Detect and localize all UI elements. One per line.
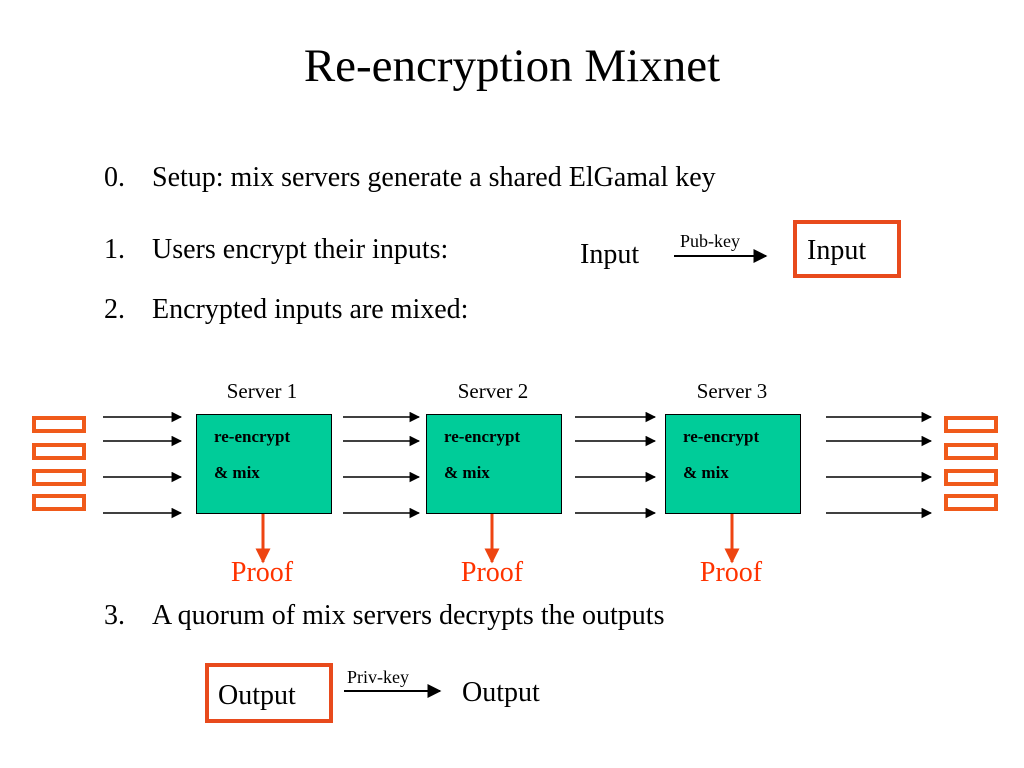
step-3: 3. A quorum of mix servers decrypts the o…	[104, 599, 664, 633]
input-ciphertext-4	[32, 494, 86, 511]
encrypt-plain-input: Input	[580, 239, 640, 270]
output-ciphertext-4	[944, 494, 998, 511]
server-2-title: Server 2	[457, 379, 529, 403]
step-1-text: Users encrypt their inputs:	[152, 234, 449, 265]
server-1-line1: re-encrypt	[214, 427, 291, 446]
server-2-line1: re-encrypt	[444, 427, 521, 446]
step-0-number: 0.	[104, 162, 125, 193]
encrypted-output-label: Output	[218, 680, 296, 711]
step-2-number: 2.	[104, 294, 125, 325]
step-2: 2. Encrypted inputs are mixed:	[104, 293, 468, 327]
step-0: 0. Setup: mix servers generate a shared E…	[104, 161, 716, 195]
output-ciphertext-2	[944, 443, 998, 460]
step-3-number: 3.	[104, 600, 125, 631]
arrows-server-2-to-3	[575, 411, 657, 519]
server-3-line1: re-encrypt	[683, 427, 760, 446]
arrows-into-server-1	[103, 411, 183, 519]
step-1-number: 1.	[104, 234, 125, 265]
input-ciphertext-1	[32, 416, 86, 433]
server-2-box: re-encrypt & mix	[426, 414, 562, 514]
server-1-line2: & mix	[214, 463, 260, 482]
server-3-line2: & mix	[683, 463, 729, 482]
priv-key-label: Priv-key	[347, 667, 409, 687]
input-ciphertext-3	[32, 469, 86, 486]
step-2-text: Encrypted inputs are mixed:	[152, 294, 469, 325]
encrypted-input-label: Input	[807, 235, 867, 266]
server-3-title: Server 3	[696, 379, 768, 403]
decrypted-output: Output	[462, 677, 540, 708]
server-1-box: re-encrypt & mix	[196, 414, 332, 514]
server-2-line2: & mix	[444, 463, 490, 482]
step-3-text: A quorum of mix servers decrypts the out…	[152, 600, 665, 631]
server-3-box: re-encrypt & mix	[665, 414, 801, 514]
slide-title: Re-encryption Mixnet	[303, 40, 721, 92]
server-1-title: Server 1	[226, 379, 298, 403]
arrows-server-1-to-2	[343, 411, 421, 519]
input-ciphertext-2	[32, 443, 86, 460]
step-0-text: Setup: mix servers generate a shared ElG…	[152, 162, 716, 193]
output-ciphertext-1	[944, 416, 998, 433]
encrypted-input-box: Input	[793, 220, 901, 278]
arrows-out-of-server-3	[826, 411, 933, 519]
step-1: 1. Users encrypt their inputs:	[104, 233, 448, 267]
encrypted-output-box: Output	[205, 663, 333, 723]
pub-key-label: Pub-key	[680, 231, 740, 251]
output-ciphertext-3	[944, 469, 998, 486]
